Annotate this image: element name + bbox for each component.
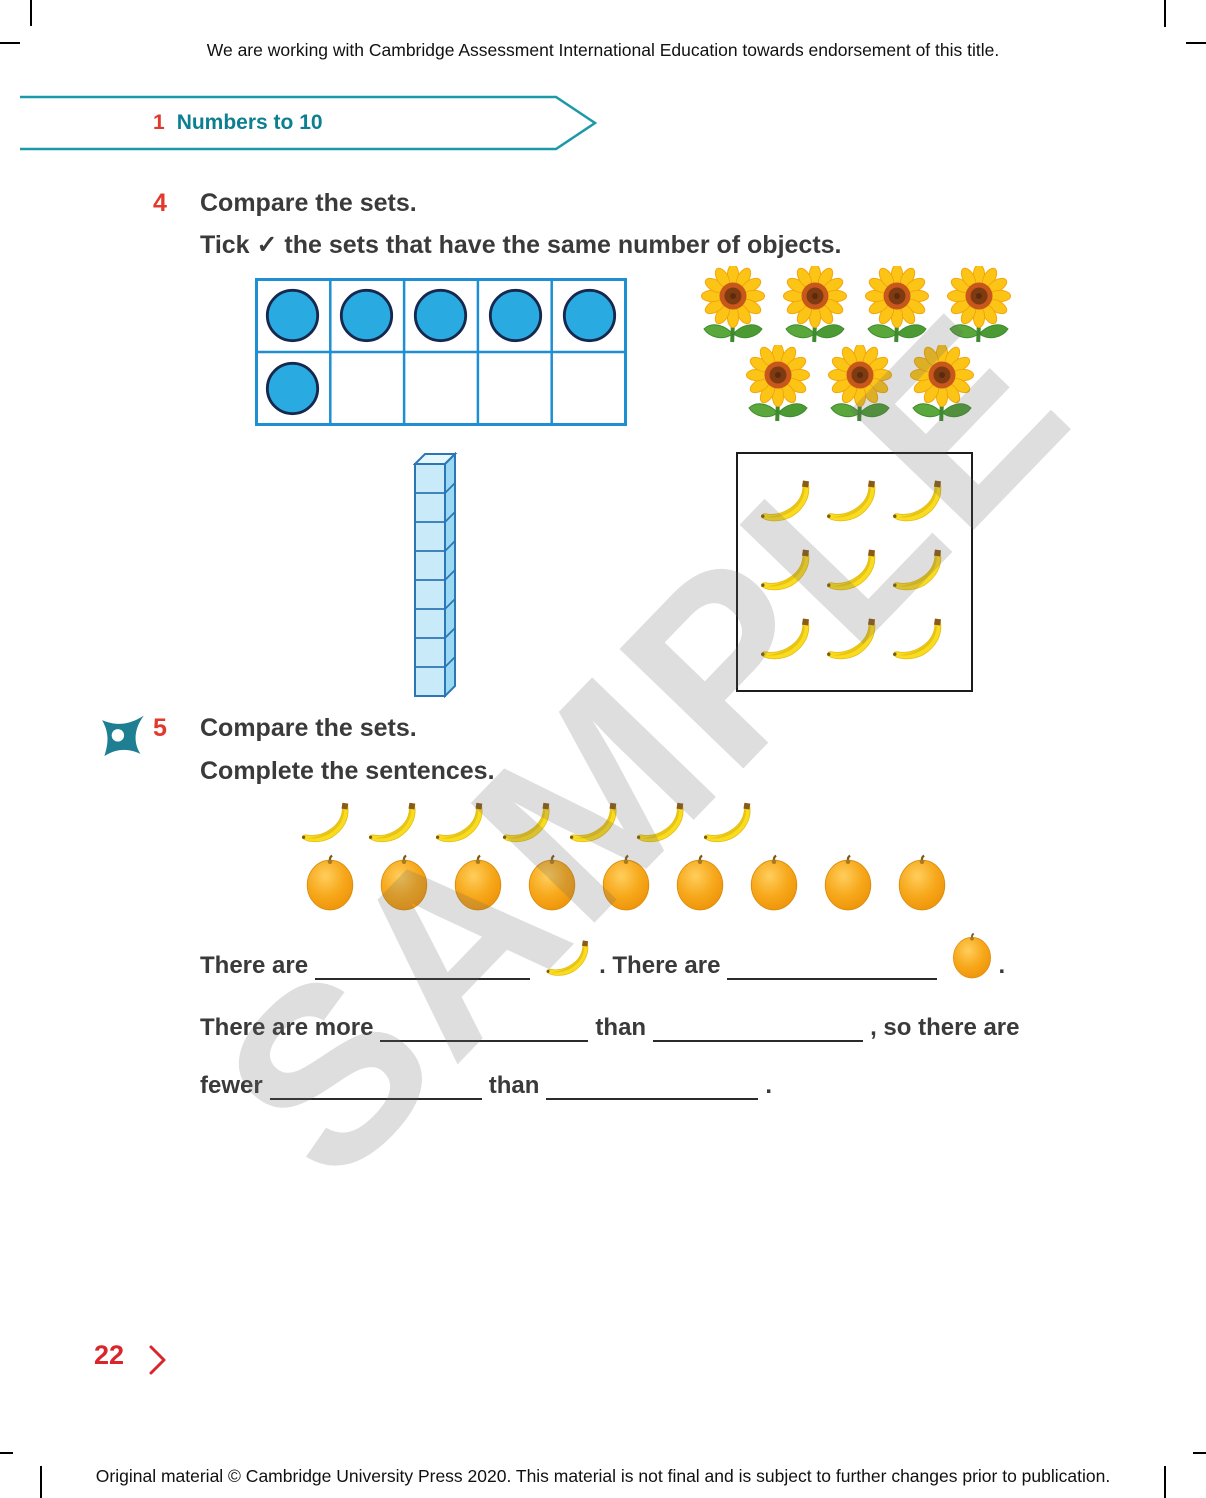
- banana-icon: [546, 940, 589, 976]
- sentence-3: fewer than .: [200, 1054, 772, 1100]
- orange-row: [293, 852, 959, 914]
- answer-blank-than-1[interactable]: [653, 1012, 864, 1042]
- question5-instruction-2: Complete the sentences.: [200, 757, 495, 785]
- sunflower-set[interactable]: [692, 266, 1022, 432]
- banana-icon: [754, 474, 820, 532]
- blue-counter-icon: [265, 361, 319, 416]
- counter-cell: [478, 279, 552, 352]
- answer-blank-than-2[interactable]: [546, 1070, 759, 1100]
- sentence-2-text-a: There are more: [200, 1014, 374, 1042]
- next-page-chevron-icon[interactable]: [148, 1344, 168, 1376]
- answer-blank-fewer[interactable]: [269, 1070, 482, 1100]
- orange-icon: [885, 852, 959, 914]
- sentence-2: There are more than , so there are: [200, 996, 1020, 1042]
- orange-icon: [589, 852, 663, 914]
- banana-icon: [427, 795, 494, 853]
- crop-mark: [30, 0, 32, 26]
- banana-icon: [754, 543, 820, 601]
- sentence-2-text-c: , so there are: [870, 1014, 1020, 1042]
- banana-icon: [628, 795, 695, 853]
- answer-blank-banana-count[interactable]: [315, 950, 531, 980]
- counter-cell: [404, 279, 478, 352]
- cube-tower-set[interactable]: [413, 452, 459, 700]
- banana-row: [293, 795, 762, 853]
- question4-instruction-2: Tick ✓ the sets that have the same numbe…: [200, 231, 842, 259]
- copyright-footer: Original material © Cambridge University…: [95, 1466, 1111, 1486]
- sunflower-icon: [901, 345, 983, 429]
- banana-box-set[interactable]: [736, 452, 973, 692]
- sunflower-icon: [819, 345, 901, 429]
- banana-icon: [886, 474, 952, 532]
- banana-icon: [820, 612, 886, 670]
- crop-mark: [1193, 1452, 1206, 1454]
- banana-icon: [293, 795, 360, 853]
- sunflower-row-2: [737, 345, 983, 429]
- sunflower-row-1: [692, 266, 1020, 350]
- crop-mark: [0, 42, 20, 44]
- activity-pinwheel-icon: [102, 715, 144, 757]
- sunflower-icon: [692, 266, 774, 350]
- chapter-number: 1: [153, 111, 165, 134]
- sentence-1-text-b: . There are: [599, 952, 721, 980]
- counter-cell: [329, 279, 403, 352]
- sentence-2-text-b: than: [595, 1014, 647, 1042]
- question4-instruction-1: Compare the sets.: [200, 189, 417, 217]
- question4-number: 4: [153, 189, 167, 217]
- sentence-1-text-a: There are: [200, 952, 309, 980]
- sunflower-icon: [737, 345, 819, 429]
- sentence-3-text-b: than: [488, 1072, 540, 1100]
- banana-icon: [494, 795, 561, 853]
- crop-mark: [1164, 1466, 1166, 1498]
- blue-counter-icon: [414, 288, 468, 343]
- blue-counter-icon: [339, 288, 394, 343]
- ten-frame-top-row: [255, 279, 627, 352]
- answer-blank-orange-count[interactable]: [727, 950, 938, 980]
- banana-icon: [754, 612, 820, 670]
- sentence-1: There are . There are .: [200, 932, 1006, 980]
- banana-icon: [886, 543, 952, 601]
- page-number: 22: [94, 1340, 125, 1370]
- counter-cell: [255, 352, 329, 425]
- banana-icon: [561, 795, 628, 853]
- sunflower-icon: [856, 266, 938, 350]
- sentence-3-text-c: .: [765, 1072, 773, 1100]
- answer-blank-more[interactable]: [380, 1012, 589, 1042]
- chapter-banner-shape: [20, 95, 598, 151]
- blue-counter-icon: [265, 288, 319, 343]
- orange-icon: [952, 932, 993, 979]
- ten-frame-set[interactable]: [255, 278, 627, 426]
- crop-mark: [1164, 0, 1166, 27]
- ten-frame-bottom-row: [255, 352, 329, 425]
- banana-icon: [820, 543, 886, 601]
- question5-number: 5: [153, 714, 167, 742]
- sunflower-icon: [774, 266, 856, 350]
- chapter-banner: 1 Numbers to 10: [153, 111, 323, 135]
- crop-mark: [40, 1466, 42, 1498]
- banana-icon: [360, 795, 427, 853]
- blue-counter-icon: [563, 288, 617, 343]
- question5-instruction-1: Compare the sets.: [200, 714, 417, 742]
- counter-cell: [553, 279, 627, 352]
- blue-counter-icon: [488, 288, 542, 343]
- banana-icon: [820, 474, 886, 532]
- orange-icon: [515, 852, 589, 914]
- banana-icon: [695, 795, 762, 853]
- chapter-title: Numbers to 10: [176, 111, 323, 134]
- sunflower-icon: [938, 266, 1020, 350]
- cube-tower-icon: [413, 452, 458, 699]
- crop-mark: [1186, 42, 1206, 44]
- sentence-3-text-a: fewer: [200, 1072, 263, 1100]
- orange-icon: [737, 852, 811, 914]
- orange-icon: [811, 852, 885, 914]
- endorsement-header: We are working with Cambridge Assessment…: [206, 40, 1000, 60]
- orange-icon: [367, 852, 441, 914]
- crop-mark: [0, 1452, 13, 1454]
- banana-icon: [886, 612, 952, 670]
- counter-cell: [255, 279, 329, 352]
- orange-icon: [293, 852, 367, 914]
- sentence-1-text-c: .: [998, 952, 1006, 980]
- orange-icon: [663, 852, 737, 914]
- orange-icon: [441, 852, 515, 914]
